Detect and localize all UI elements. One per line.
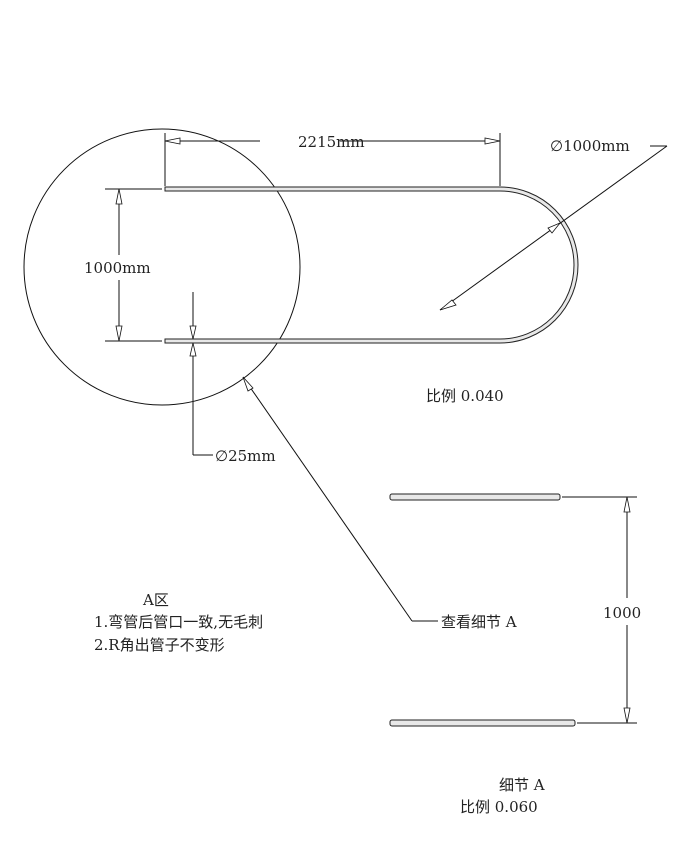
bend-diameter-text: ∅1000mm <box>550 137 630 155</box>
pipe-diameter-dimension: ∅25mm <box>189 292 276 465</box>
detail-view-a: 1000 细节 A 比例 0.060 <box>389 493 641 816</box>
detail-circle-a <box>23 128 301 406</box>
detail-scale-label: 比例 0.060 <box>460 798 538 816</box>
length-dim-text: 2215mm <box>298 133 365 151</box>
u-bend-pipe <box>164 186 579 344</box>
detail-title: 细节 A <box>499 776 545 794</box>
notes: A区 1.弯管后管口一致,无毛刺 2.R角出管子不变形 <box>94 591 263 654</box>
detail-spacing-text: 1000 <box>603 604 641 622</box>
spacing-dim-text: 1000mm <box>84 259 151 277</box>
note-line-1: 1.弯管后管口一致,无毛刺 <box>94 613 263 631</box>
notes-title: A区 <box>142 591 169 609</box>
spacing-dimension: 1000mm <box>84 188 162 342</box>
main-scale-label: 比例 0.040 <box>426 387 504 405</box>
bend-diameter-dimension: ∅1000mm <box>439 137 668 311</box>
pipe-diameter-text: ∅25mm <box>215 447 276 465</box>
detail-pipe-bottom <box>389 719 576 727</box>
note-line-2: 2.R角出管子不变形 <box>94 636 225 654</box>
length-dimension: 2215mm <box>164 133 501 186</box>
detail-callout-leader: 查看细节 A <box>242 376 517 631</box>
detail-pipe-top <box>389 493 561 501</box>
callout-text: 查看细节 A <box>441 613 517 631</box>
